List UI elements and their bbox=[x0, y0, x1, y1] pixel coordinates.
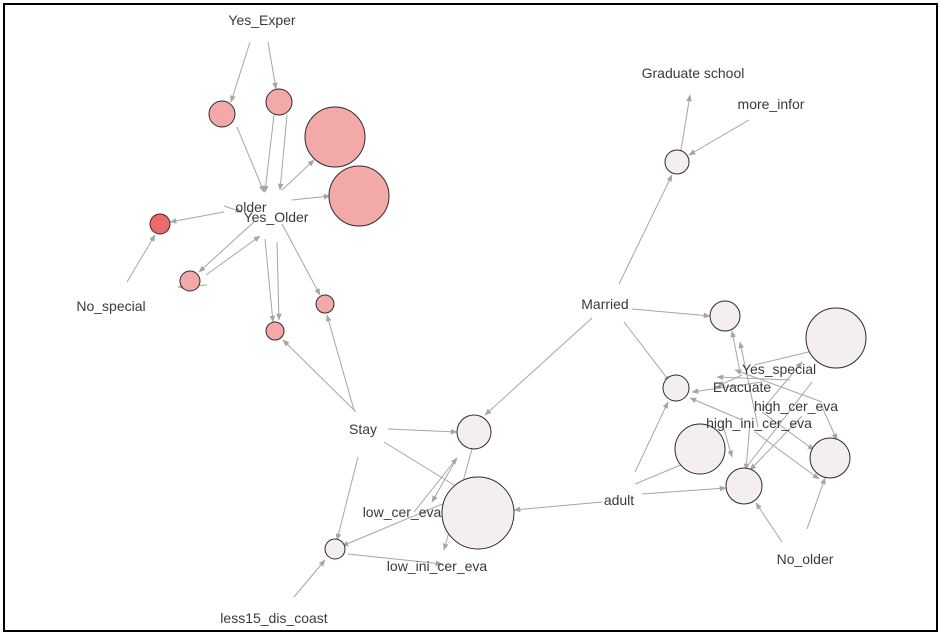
edge-arrow-14 bbox=[276, 241, 282, 321]
item-label-no-special: No_special bbox=[76, 298, 145, 314]
rule-node-r2 bbox=[265, 88, 293, 116]
edge-arrow-30 bbox=[688, 119, 750, 156]
item-label-yes-special: Yes_special bbox=[742, 361, 816, 377]
edge-arrow-38 bbox=[806, 477, 826, 530]
edge-arrow-53 bbox=[749, 415, 803, 471]
edge-arrow-0 bbox=[230, 41, 251, 103]
edge-arrow-26 bbox=[341, 499, 453, 547]
edge-arrow-3 bbox=[262, 114, 275, 193]
rule-node-w10 bbox=[324, 538, 346, 560]
edge-arrow-32 bbox=[623, 321, 671, 383]
edge-arrow-44 bbox=[734, 369, 823, 403]
edge-arrow-20 bbox=[335, 456, 359, 541]
edge-arrow-10 bbox=[205, 235, 261, 276]
edge-arrow-42 bbox=[716, 374, 791, 381]
edge-arrow-31 bbox=[631, 308, 711, 319]
edge-arrow-18 bbox=[387, 428, 458, 435]
edge-arrow-2 bbox=[236, 126, 265, 193]
edge-arrow-28 bbox=[618, 174, 673, 285]
edge-arrow-19 bbox=[383, 441, 463, 491]
rule-node-w6 bbox=[809, 437, 851, 479]
rule-node-w4 bbox=[662, 374, 690, 402]
edge-arrow-17 bbox=[326, 314, 355, 411]
edge-arrow-36 bbox=[513, 501, 603, 513]
edge-arrow-11 bbox=[126, 234, 156, 283]
item-label-no-older: No_older bbox=[777, 551, 834, 567]
edge-arrow-25 bbox=[293, 559, 326, 598]
item-label-yes-older: Yes_Older bbox=[244, 209, 309, 225]
edge-arrow-7 bbox=[169, 211, 225, 224]
item-label-high-cer-eva: high_cer_eva bbox=[754, 398, 838, 414]
edge-arrow-46 bbox=[821, 406, 838, 441]
item-label-stay: Stay bbox=[349, 421, 377, 437]
edge-arrow-22 bbox=[431, 457, 458, 503]
rule-node-r1 bbox=[208, 100, 236, 128]
rule-node-w3 bbox=[805, 307, 867, 369]
rule-node-w9 bbox=[441, 476, 515, 550]
rule-node-r5 bbox=[149, 213, 171, 235]
item-label-yes-exper: Yes_Exper bbox=[228, 12, 296, 28]
item-label-low-cer-eva: low_cer_eva bbox=[363, 504, 442, 520]
edge-arrow-8 bbox=[223, 205, 243, 213]
edge-arrow-6 bbox=[291, 193, 331, 201]
edge-arrow-9 bbox=[198, 221, 255, 273]
edge-arrow-37 bbox=[755, 502, 783, 543]
rule-node-r4 bbox=[328, 165, 390, 227]
edge-arrow-40 bbox=[717, 374, 743, 387]
edge-arrow-5 bbox=[281, 159, 315, 191]
rule-node-w1 bbox=[664, 149, 690, 175]
rule-node-r8 bbox=[265, 321, 285, 341]
edge-arrow-29 bbox=[680, 94, 692, 151]
item-label-high-ini-cer-eva: high_ini_cer_eva bbox=[706, 415, 812, 431]
edge-arrow-34 bbox=[634, 461, 689, 485]
edge-arrow-24 bbox=[347, 553, 443, 567]
edge-arrow-47 bbox=[743, 421, 751, 471]
rule-node-w5 bbox=[674, 423, 726, 475]
rule-node-r7 bbox=[315, 294, 335, 314]
item-label-evacuate: Evacuate bbox=[713, 379, 772, 395]
item-label-more-infor: more_infor bbox=[738, 96, 805, 112]
edge-arrow-51 bbox=[754, 431, 820, 480]
edge-arrow-49 bbox=[689, 397, 743, 421]
edge-arrow-4 bbox=[277, 114, 288, 191]
edge-arrow-41 bbox=[753, 348, 818, 366]
edge-arrow-16 bbox=[282, 339, 357, 413]
rule-node-w2 bbox=[709, 300, 741, 332]
item-label-adult: adult bbox=[604, 492, 634, 508]
edge-arrow-21 bbox=[413, 457, 458, 513]
edge-arrow-43 bbox=[691, 381, 763, 394]
rule-node-w8 bbox=[456, 414, 492, 450]
edge-arrow-54 bbox=[737, 381, 813, 479]
edge-arrow-33 bbox=[634, 401, 669, 473]
item-label-less15-dis-coast: less15_dis_coast bbox=[220, 610, 328, 626]
item-label-married: Married bbox=[581, 296, 628, 312]
item-label-graduate-school: Graduate school bbox=[642, 65, 745, 81]
edge-arrow-1 bbox=[267, 41, 278, 90]
edge-arrow-45 bbox=[761, 361, 803, 411]
node-layer bbox=[149, 88, 867, 560]
rule-node-w7 bbox=[725, 467, 763, 505]
edge-arrow-39 bbox=[730, 330, 741, 373]
edge-arrow-27 bbox=[484, 317, 593, 416]
edge-arrow-35 bbox=[641, 485, 727, 495]
rule-node-r6 bbox=[179, 270, 201, 292]
edge-arrow-13 bbox=[264, 238, 276, 323]
edge-arrow-52 bbox=[721, 421, 733, 458]
rule-node-r3 bbox=[304, 106, 366, 168]
edge-arrow-15 bbox=[281, 223, 321, 296]
item-label-older: older bbox=[235, 199, 266, 215]
item-label-low-ini-cer-eva: low_ini_cer_eva bbox=[387, 558, 488, 574]
edge-arrow-48 bbox=[738, 341, 759, 428]
